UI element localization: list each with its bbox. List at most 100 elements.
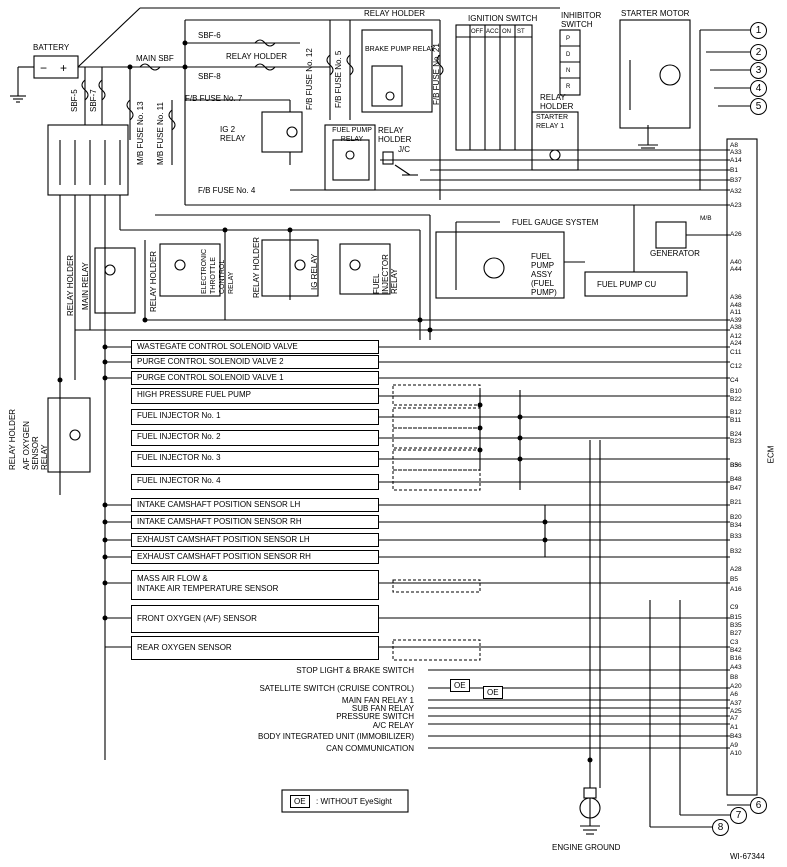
fb-fuse7-label: F/B FUSE No. 7 xyxy=(185,94,243,103)
inh-row-d: D xyxy=(566,52,571,58)
main-fan-relay-label: MAIN FAN RELAY 1 xyxy=(341,696,414,705)
sub-fan-relay-label: SUB FAN RELAY xyxy=(351,704,414,713)
ecm-pin-a39: A39 xyxy=(730,317,742,324)
ign-col-acc: ACC xyxy=(486,29,499,35)
fb-fuse21-label: F/B FUSE No. 21 xyxy=(432,43,441,105)
ecm-pin-b1: B1 xyxy=(730,167,738,174)
ecm-pin-a20: A20 xyxy=(730,683,742,690)
relay-holder-af-label: RELAY HOLDER xyxy=(8,408,17,470)
ecm-pin-b10: B10 xyxy=(730,388,742,395)
ecm-pin-b8: B8 xyxy=(730,674,738,681)
ecm-pin-a7: A7 xyxy=(730,715,738,722)
ecm-pin-a32: A32 xyxy=(730,188,742,195)
ecm-pin-a23: A23 xyxy=(730,202,742,209)
fuel-pump-cu-label: FUEL PUMP CU xyxy=(597,280,657,289)
ign-col-on: ON xyxy=(502,29,511,35)
signal-purge1: PURGE CONTROL SOLENOID VALVE 1 xyxy=(131,371,379,385)
starter-relay1-label: STARTER RELAY 1 xyxy=(536,114,569,130)
ecm-pin-c3: C3 xyxy=(730,639,739,646)
satellite-switch-label: SATELLITE SWITCH (CRUISE CONTROL) xyxy=(259,684,414,693)
ecm-pin-a9: A9 xyxy=(730,742,738,749)
mb-fuse13-label: M/B FUSE No. 13 xyxy=(136,101,145,165)
fuel-pump-assy-label: FUEL PUMP ASSY (FUEL PUMP) xyxy=(531,252,557,297)
connector-2: 2 xyxy=(750,44,767,61)
fuel-pump-relay-label: FUEL PUMP RELAY xyxy=(332,127,372,143)
ecm-pin-c12: C12 xyxy=(730,363,742,370)
fuel-injector-relay-label: FUEL INJECTOR RELAY xyxy=(372,254,399,294)
ecm-pin-b43: B43 xyxy=(730,733,742,740)
ecm-pin-a33: A33 xyxy=(730,149,742,156)
figure-id: WI-67344 xyxy=(730,852,765,861)
ecm-pin-b5: B5 xyxy=(730,462,738,469)
ecm-pin-a43: A43 xyxy=(730,664,742,671)
ecm-pin-b36: B36 xyxy=(730,462,742,469)
engine-ground-label: ENGINE GROUND xyxy=(552,843,621,852)
generator-label: GENERATOR xyxy=(650,249,700,258)
ecm-pin-a24: A24 xyxy=(730,340,742,347)
af-relay-label: A/F OXYGEN SENSOR RELAY xyxy=(22,421,49,470)
ecm-pin-b48: B48 xyxy=(730,476,742,483)
ecm-pin-b11: B11 xyxy=(730,417,742,424)
ecm-pin-a6: A6 xyxy=(730,691,738,698)
relay-holder-st-label: RELAY HOLDER xyxy=(540,93,574,111)
signal-front-o2: FRONT OXYGEN (A/F) SENSOR xyxy=(131,605,379,633)
ecm-pin-a40: A40 xyxy=(730,259,742,266)
ecm-pin-a16: A16 xyxy=(730,586,742,593)
ecm-pin-b47: B47 xyxy=(730,485,742,492)
ecm-pin-b37: B37 xyxy=(730,177,742,184)
ecm-pin-a26: A26 xyxy=(730,231,742,238)
signal-wastegate: WASTEGATE CONTROL SOLENOID VALVE xyxy=(131,340,379,354)
legend-oe-badge: OE xyxy=(290,795,310,808)
sbf8-label: SBF-8 xyxy=(198,72,221,81)
connector-7: 7 xyxy=(730,807,747,824)
signal-exhaust-cam-lh: EXHAUST CAMSHAFT POSITION SENSOR LH xyxy=(131,533,379,547)
ecm-pin-b22: B22 xyxy=(730,396,742,403)
starter-motor-label: STARTER MOTOR xyxy=(621,9,690,18)
connector-1: 1 xyxy=(750,22,767,39)
sbf7-label: SBF-7 xyxy=(89,89,98,112)
ecm-pin-a36: A36 xyxy=(730,294,742,301)
fuel-gauge-label: FUEL GAUGE SYSTEM xyxy=(512,218,599,227)
signal-purge2: PURGE CONTROL SOLENOID VALVE 2 xyxy=(131,355,379,369)
brake-pump-relay-label: BRAKE PUMP RELAY xyxy=(365,46,436,53)
etc-relay-label: ELECTRONIC THROTTLE CONTROL RELAY xyxy=(201,248,235,294)
can-communication-label: CAN COMMUNICATION xyxy=(326,744,414,753)
maf-line1: MASS AIR FLOW & xyxy=(137,574,208,583)
main-relay-label: MAIN RELAY xyxy=(81,262,90,310)
stop-light-switch-label: STOP LIGHT & BRAKE SWITCH xyxy=(296,666,414,675)
signal-injector1: FUEL INJECTOR No. 1 xyxy=(131,409,379,425)
fb-fuse5-label: F/B FUSE No. 5 xyxy=(334,50,343,108)
inh-row-p1: P xyxy=(566,36,571,42)
oe-badge-2: OE xyxy=(483,686,503,699)
ecm-pin-a37: A37 xyxy=(730,700,742,707)
ecm-pin-a25: A25 xyxy=(730,708,742,715)
maf-line2: INTAKE AIR TEMPERATURE SENSOR xyxy=(137,584,279,593)
main-sbf-label: MAIN SBF xyxy=(136,54,174,63)
sbf6-label: SBF-6 xyxy=(198,31,221,40)
svg-text:−: − xyxy=(40,61,47,75)
ign-col-off: OFF xyxy=(471,29,483,35)
relay-holder-etc-label: RELAY HOLDER xyxy=(149,250,158,312)
ecm-pin-b33: B33 xyxy=(730,533,742,540)
signal-hp-fuel-pump: HIGH PRESSURE FUEL PUMP xyxy=(131,388,379,404)
ig2-relay-label: IG 2 RELAY xyxy=(220,125,246,143)
relay-holder-ig-label: RELAY HOLDER xyxy=(252,236,261,298)
ecm-pin-b15: B15 xyxy=(730,614,742,621)
signal-exhaust-cam-rh: EXHAUST CAMSHAFT POSITION SENSOR RH xyxy=(131,550,379,564)
ecm-pin-a28: A28 xyxy=(730,566,742,573)
ig-relay-label: IG RELAY xyxy=(310,253,319,290)
relay-holder-top-label: RELAY HOLDER xyxy=(226,52,288,61)
jc-label: J/C xyxy=(398,145,410,154)
connector-5: 5 xyxy=(750,98,767,115)
connector-3: 3 xyxy=(750,62,767,79)
ecm-pin-c11: C11 xyxy=(730,349,742,356)
battery-label: BATTERY xyxy=(33,43,70,52)
ecm-pin-a11: A11 xyxy=(730,309,742,316)
mb-fuse11-label: M/B FUSE No. 11 xyxy=(156,102,165,165)
ecm-pin-b27: B27 xyxy=(730,630,742,637)
inh-row-n: N xyxy=(566,68,571,74)
fb-fuse12-label: F/B FUSE No. 12 xyxy=(305,48,314,110)
ecm-pin-b16: B16 xyxy=(730,655,742,662)
signal-intake-cam-rh: INTAKE CAMSHAFT POSITION SENSOR RH xyxy=(131,515,379,529)
ecm-pin-b20: B20 xyxy=(730,514,742,521)
